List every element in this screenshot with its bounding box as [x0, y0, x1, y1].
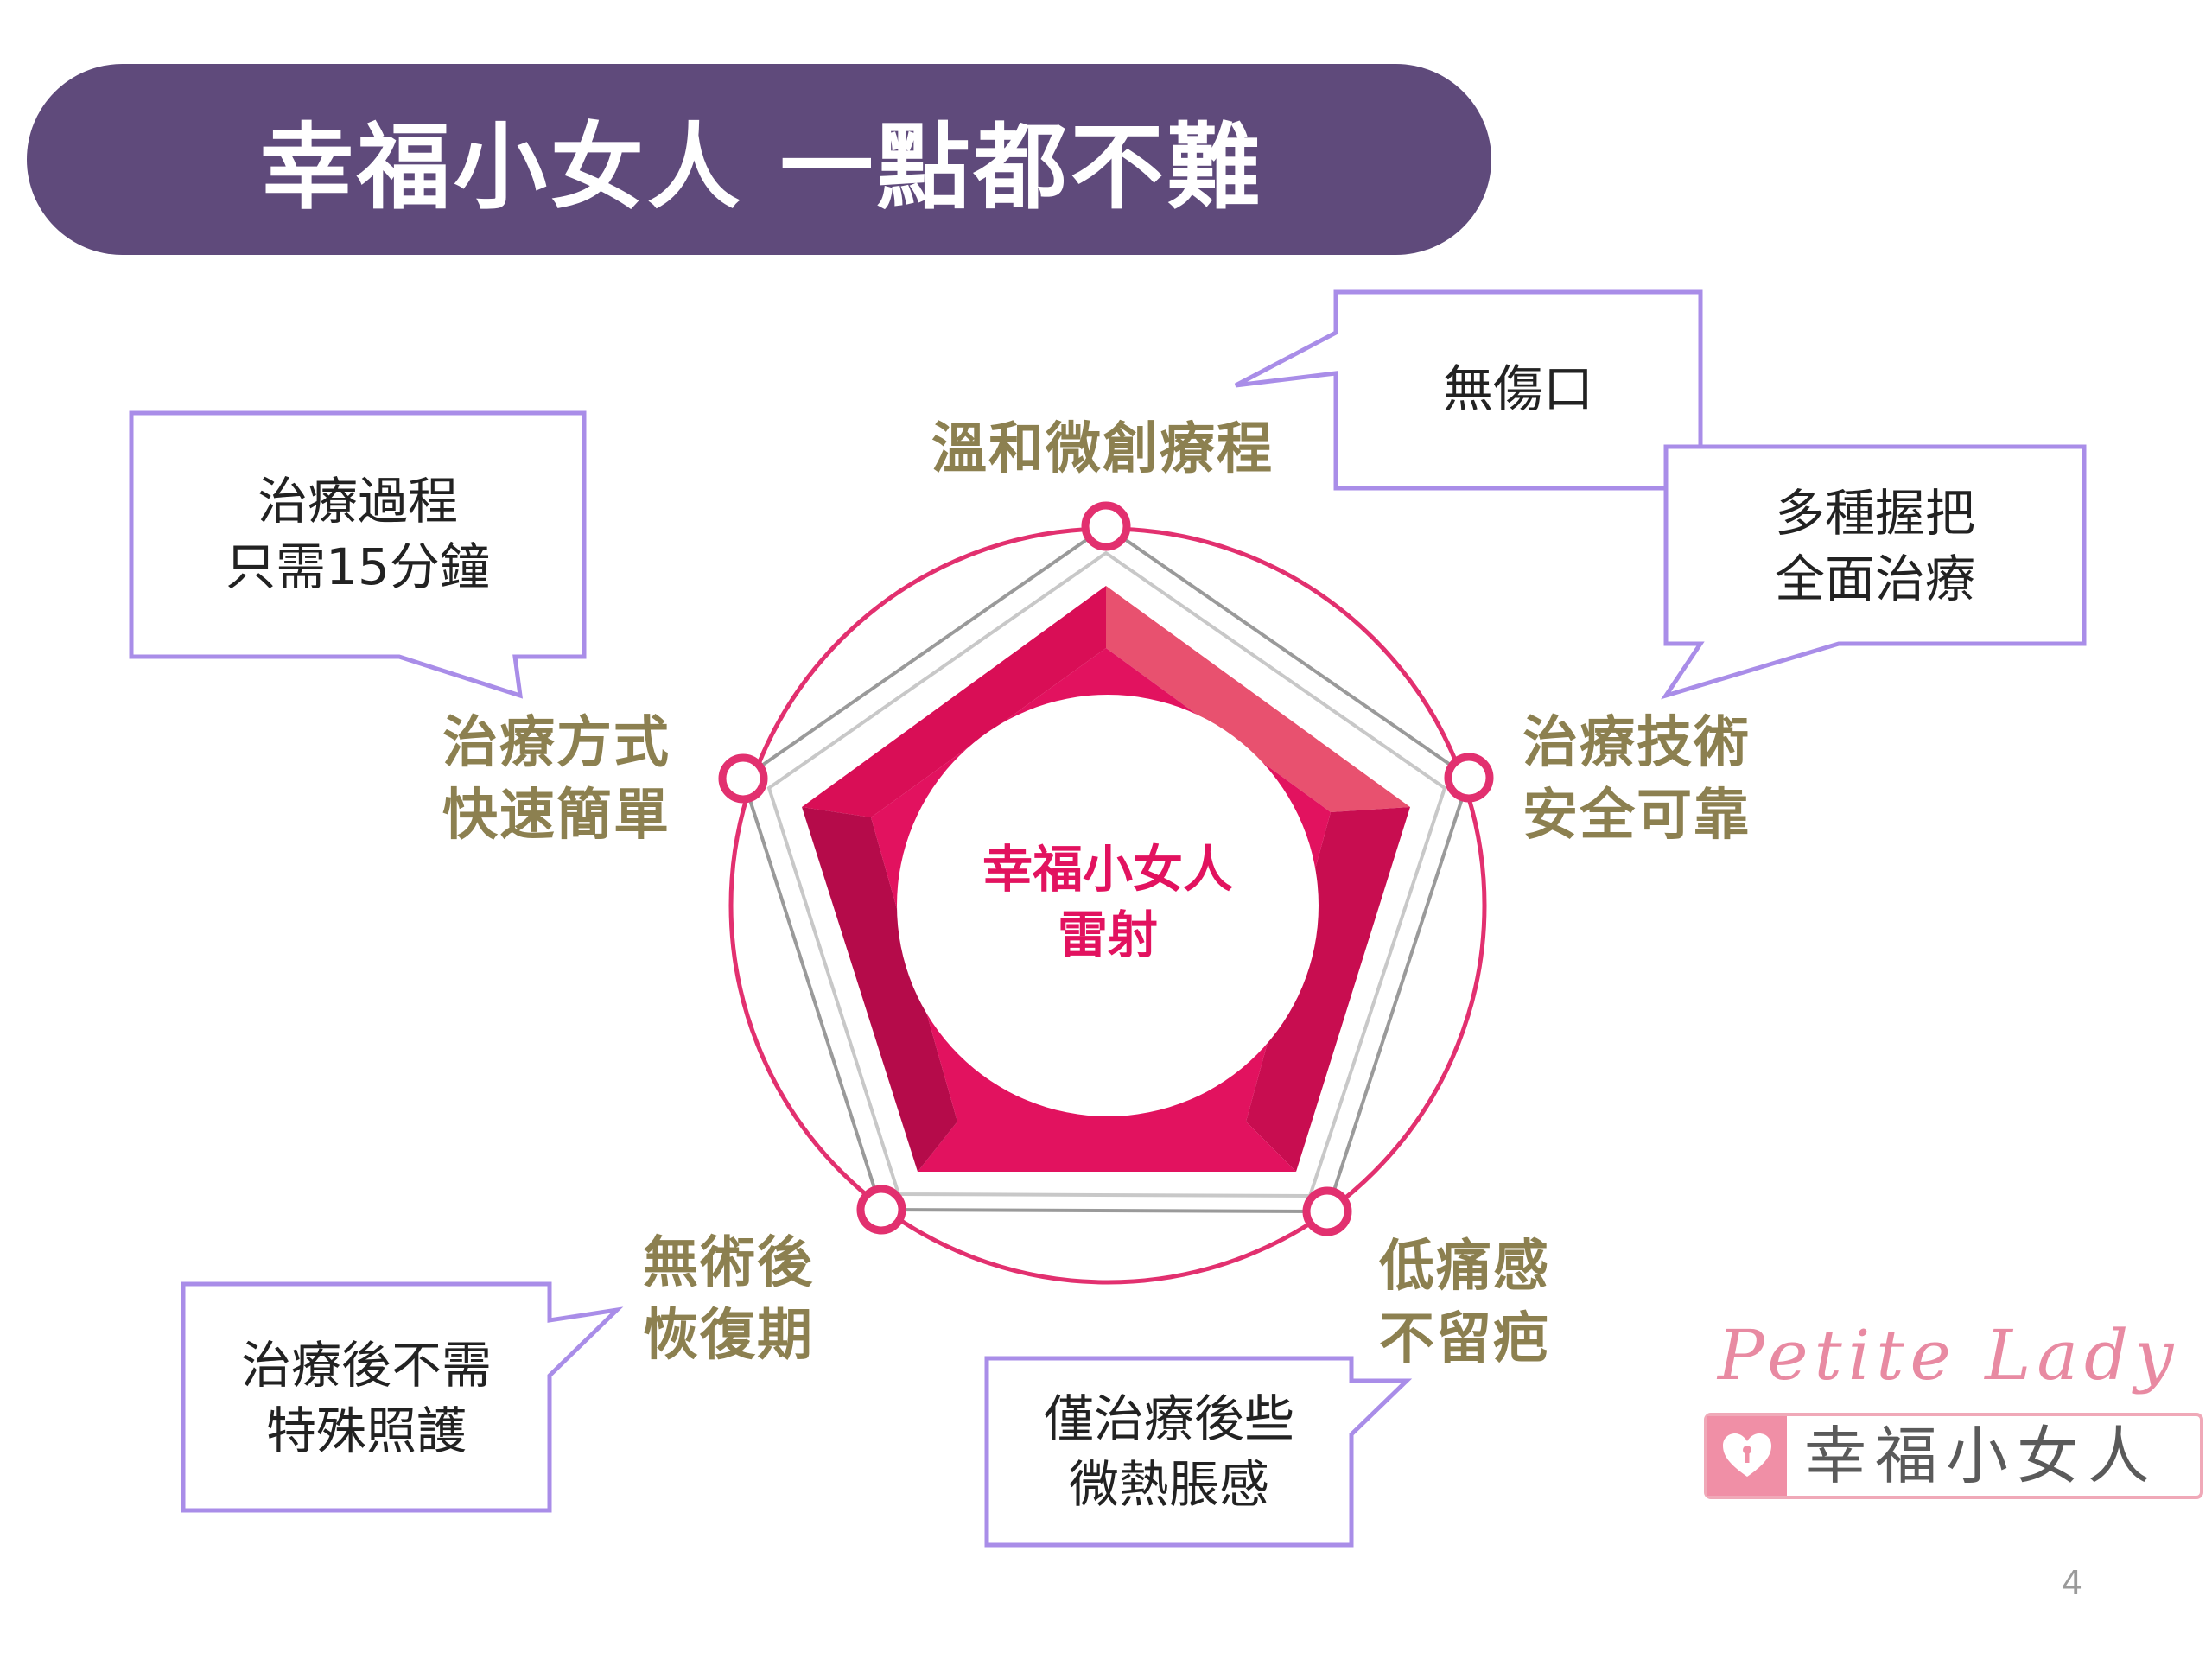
vertex-markers [718, 501, 1494, 1236]
center-line-2: 雷射 [1057, 906, 1158, 964]
label-left: 治療方式 快速簡單 [442, 711, 671, 848]
logo-chinese: 幸福小女人 [1804, 1420, 2159, 1492]
label-bottom-left: 無術後 恢復期 [643, 1231, 814, 1368]
vertex-bottom-left [856, 1185, 906, 1235]
callout-sensation-text: 僅治療後些 微熱脹感 [1043, 1389, 1294, 1514]
logo-badge: 幸福小女人 [1704, 1413, 2203, 1499]
center-label: 幸福小女人 雷射 [969, 836, 1246, 968]
outer-pentagon [741, 524, 1471, 1214]
callout-time [129, 410, 587, 699]
callout-time-text: 治療過程 只需15分鐘 [226, 472, 490, 596]
vertex-top [1081, 501, 1131, 551]
callout-aftercare [181, 1281, 624, 1513]
label-top: 溫和微創療程 [931, 417, 1274, 481]
vertex-left [718, 753, 768, 804]
label-right: 治療技術 安全可靠 [1522, 711, 1751, 848]
callout-grips [1661, 444, 2087, 700]
callout-sensation [984, 1356, 1413, 1548]
label-bottom-right: 低痛感 不留疤 [1379, 1235, 1550, 1371]
callout-aftercare-text: 治療後不需 特殊照護 [240, 1336, 492, 1460]
heart-icon [1707, 1416, 1787, 1496]
logo-english: Petite Lady [1718, 1315, 2180, 1395]
vertex-bottom-right [1302, 1186, 1352, 1236]
callout-grips-text: 多種握把 全面治療 [1774, 484, 1975, 608]
page-number: 4 [2062, 1564, 2083, 1602]
callout-no-wound [1234, 289, 1703, 491]
inner-pentagon-outline [766, 550, 1447, 1198]
vertex-right [1444, 753, 1494, 803]
title-banner: 幸福小女人 一點都不難 [27, 64, 1491, 255]
center-disc [897, 695, 1319, 1116]
page-title: 幸福小女人 一點都不難 [260, 113, 1264, 222]
center-line-1: 幸福小女人 [982, 840, 1233, 899]
callout-no-wound-text: 無傷口 [1442, 359, 1593, 418]
